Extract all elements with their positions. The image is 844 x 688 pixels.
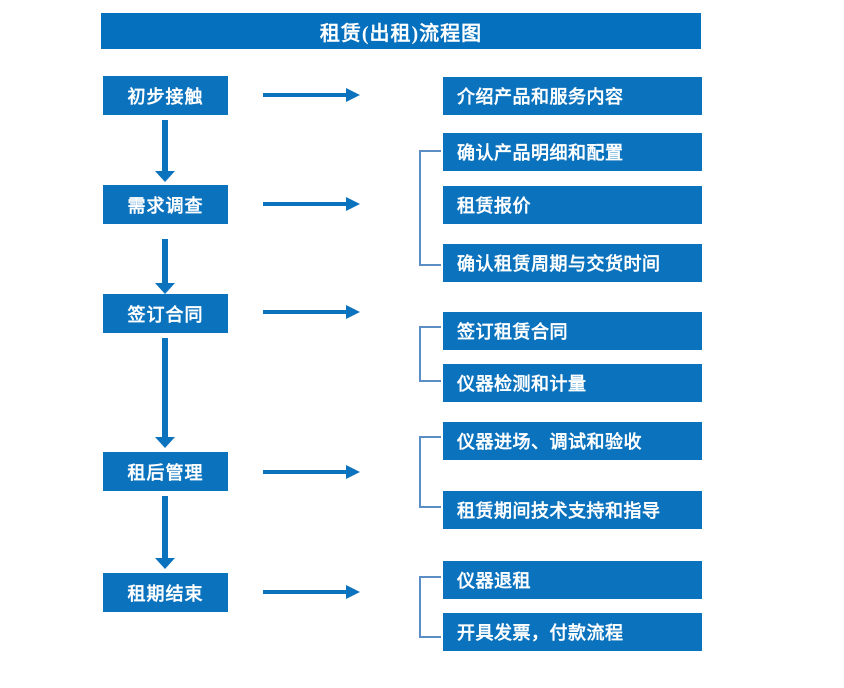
vertical-arrow-2-to-3 xyxy=(155,239,175,294)
vertical-arrow-1-to-2 xyxy=(155,120,175,182)
stage-box-3[interactable]: 签订合同 xyxy=(103,294,228,333)
arrow-shaft xyxy=(263,202,348,206)
detail-box-9[interactable]: 仪器退租 xyxy=(443,561,702,599)
vertical-arrow-4-to-5 xyxy=(155,496,175,569)
detail-box-5[interactable]: 签订租赁合同 xyxy=(443,312,702,350)
horizontal-arrow-stage-2 xyxy=(263,197,363,211)
detail-box-4[interactable]: 确认租赁周期与交货时间 xyxy=(443,244,702,282)
horizontal-arrow-stage-1 xyxy=(263,88,363,102)
detail-box-7[interactable]: 仪器进场、调试和验收 xyxy=(443,422,702,460)
arrow-head-icon xyxy=(346,585,360,599)
stage-box-4[interactable]: 租后管理 xyxy=(103,452,228,491)
stage-box-1[interactable]: 初步接触 xyxy=(103,76,228,115)
arrow-head-icon xyxy=(155,283,175,294)
arrow-head-icon xyxy=(346,465,360,479)
detail-box-2[interactable]: 确认产品明细和配置 xyxy=(443,133,702,171)
group-bracket-stage-4 xyxy=(419,436,441,508)
arrow-head-icon xyxy=(155,437,175,448)
detail-box-10[interactable]: 开具发票，付款流程 xyxy=(443,613,702,651)
arrow-shaft xyxy=(162,120,168,171)
arrow-head-icon xyxy=(155,171,175,182)
arrow-shaft xyxy=(263,93,348,97)
arrow-head-icon xyxy=(155,558,175,569)
detail-box-3[interactable]: 租赁报价 xyxy=(443,186,702,224)
arrow-shaft xyxy=(263,310,348,314)
arrow-shaft xyxy=(263,590,348,594)
detail-box-1[interactable]: 介绍产品和服务内容 xyxy=(443,77,702,115)
arrow-head-icon xyxy=(346,305,360,319)
group-bracket-stage-2 xyxy=(419,150,441,266)
arrow-head-icon xyxy=(346,88,360,102)
vertical-arrow-3-to-4 xyxy=(155,338,175,448)
page-title: 租赁(出租)流程图 xyxy=(101,13,701,49)
arrow-shaft xyxy=(162,496,168,558)
arrow-shaft xyxy=(263,470,348,474)
detail-box-8[interactable]: 租赁期间技术支持和指导 xyxy=(443,491,702,529)
horizontal-arrow-stage-4 xyxy=(263,465,363,479)
arrow-shaft xyxy=(162,338,168,437)
horizontal-arrow-stage-3 xyxy=(263,305,363,319)
detail-box-6[interactable]: 仪器检测和计量 xyxy=(443,364,702,402)
stage-box-2[interactable]: 需求调查 xyxy=(103,185,228,224)
group-bracket-stage-3 xyxy=(419,326,441,382)
arrow-shaft xyxy=(162,239,168,283)
stage-box-5[interactable]: 租期结束 xyxy=(103,573,228,612)
arrow-head-icon xyxy=(346,197,360,211)
horizontal-arrow-stage-5 xyxy=(263,585,363,599)
group-bracket-stage-5 xyxy=(419,576,441,638)
